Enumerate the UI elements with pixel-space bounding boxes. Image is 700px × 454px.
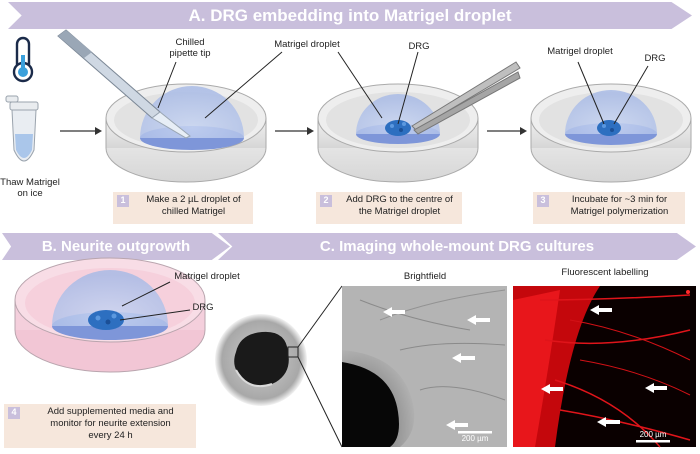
label-thaw-matrigel: Thaw Matrigel on ice <box>0 177 60 199</box>
label-brightfield: Brightfield <box>403 271 447 282</box>
scale-bar-fluorescent: 200 µm <box>639 430 667 439</box>
callout-lines-a <box>157 51 649 125</box>
petri-dish-2 <box>317 83 479 183</box>
brightfield-image <box>342 286 507 447</box>
banner-c: C. Imaging whole-mount DRG cultures <box>218 233 696 260</box>
step-2-text: Add DRG to the centre of the Matrigel dr… <box>346 194 453 217</box>
tube-icon <box>5 95 39 162</box>
label-matrigel-droplet-b: Matrigel droplet <box>174 271 240 282</box>
step-3: 3 Incubate for ~3 min for Matrigel polym… <box>533 192 685 224</box>
step-3-text: Incubate for ~3 min for Matrigel polymer… <box>570 194 669 217</box>
thermometer-icon <box>12 36 34 83</box>
petri-dish-media <box>14 257 206 373</box>
annotation-arrows <box>383 305 667 430</box>
label-matrigel-droplet-3: Matrigel droplet <box>547 46 613 57</box>
step-4: 4 Add supplemented media and monitor for… <box>4 404 196 448</box>
label-drg-b: DRG <box>192 302 214 313</box>
label-drg-3: DRG <box>644 53 666 64</box>
step-1-text: Make a 2 µL droplet of chilled Matrigel <box>146 194 241 217</box>
callout-lines-b <box>119 281 191 321</box>
step-1: 1 Make a 2 µL droplet of chilled Matrige… <box>113 192 253 224</box>
pipette-tip <box>57 29 191 139</box>
drg-micrograph-circle <box>215 314 307 406</box>
step-1-number: 1 <box>117 195 129 207</box>
step-3-number: 3 <box>537 195 549 207</box>
label-matrigel-droplet-1: Matrigel droplet <box>274 39 340 50</box>
step-4-text: Add supplemented media and monitor for n… <box>47 406 174 441</box>
scale-bar-brightfield: 200 µm <box>461 434 489 443</box>
forceps <box>411 61 521 135</box>
banner-b: B. Neurite outgrowth <box>2 233 230 260</box>
label-fluorescent-labelling: Fluorescent labelling <box>561 267 649 278</box>
label-drg-2: DRG <box>408 41 430 52</box>
petri-dish-3 <box>530 83 692 183</box>
flow-arrows <box>60 127 527 135</box>
step-2-number: 2 <box>320 195 332 207</box>
fluorescent-image <box>513 286 696 448</box>
banner-a: A. DRG embedding into Matrigel droplet <box>8 2 692 29</box>
label-chilled-pipette-tip: Chilled pipette tip <box>169 37 211 59</box>
step-2: 2 Add DRG to the centre of the Matrigel … <box>316 192 462 224</box>
step-4-number: 4 <box>8 407 20 419</box>
